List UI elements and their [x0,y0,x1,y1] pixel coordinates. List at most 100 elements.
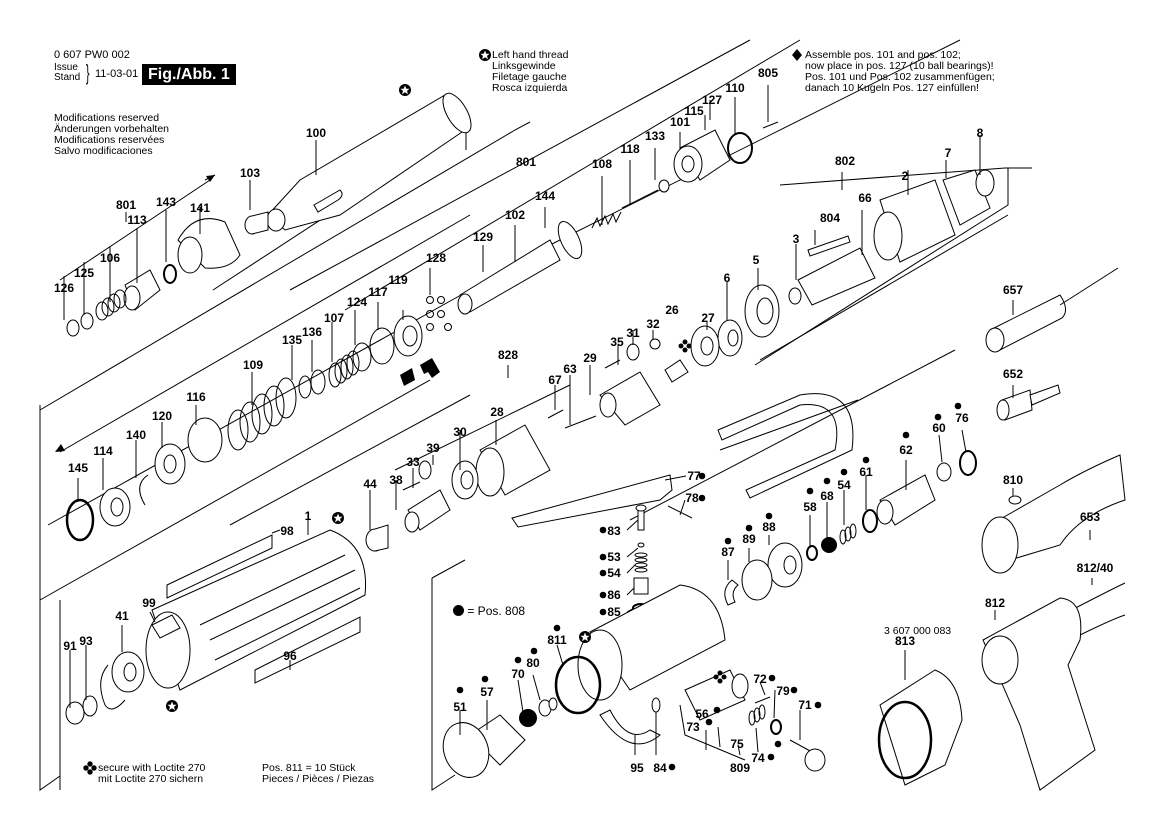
part-label-73: 73 [686,720,700,734]
part-653-hose-adapter [981,454,1126,574]
part-label-83: 83 [607,524,621,538]
part-51-end-plate [442,722,490,778]
part-29-planet-carrier [599,371,661,426]
part-805-pin [762,121,779,129]
part-label-801: 801 [116,198,136,212]
part-label-140: 140 [126,428,146,442]
part-61-oring [862,509,878,533]
wrench-keys [400,358,440,386]
part-label-805: 805 [758,66,778,80]
part-label-657: 657 [1003,283,1023,297]
part-109-spring [227,377,297,451]
part-60-filter [936,462,952,482]
part-label-114: 114 [93,444,113,458]
part-5-bearing-plate [744,284,780,338]
part-label-828: 828 [498,348,518,362]
part-label-78: 78 [685,491,699,505]
part-label-124: 124 [347,295,367,309]
part-label-93: 93 [79,634,93,648]
part-812-pistol-grip [981,597,1096,791]
part-106-spring [95,289,127,321]
part-label-27: 27 [701,311,715,325]
part-28-ring-gear [475,424,551,497]
pos811-line-2: Pieces / Pièces / Piezas [262,773,375,785]
part-label-1: 1 [305,509,312,523]
part-label-26: 26 [665,303,679,317]
part-label-54: 54 [837,478,851,492]
pos811-note: Pos. 811 = 10 Stück Pieces / Pièces / Pi… [262,763,374,785]
part-103-sleeve [244,211,269,235]
arrow-right-icon [206,175,215,182]
part-3-rotor [788,247,876,306]
part-102-shaft [457,220,583,315]
issue-date: 11-03-01 [95,68,139,80]
part-label-2: 2 [902,169,909,183]
part-63-pin [564,415,597,429]
part-145-oring [65,498,95,542]
part-circlip [100,664,126,710]
part-label-44: 44 [363,477,377,491]
part-68-ball [821,537,837,553]
part-119-plate [393,315,423,357]
part-label-80: 80 [526,656,540,670]
part-label-68: 68 [820,489,834,503]
part-label-70: 70 [511,667,525,681]
part-label-120: 120 [152,409,172,423]
part-77-lever [511,474,673,528]
part-label-56: 56 [695,707,709,721]
part-label-96: 96 [283,649,297,663]
lht-de: Linksgewinde [492,60,556,72]
part-101-bearing-housing [673,129,731,183]
part-label-109: 109 [243,358,263,372]
part-657-screwdriver [985,267,1119,353]
part-label-85: 85 [607,605,621,619]
part-2-cylinder [873,179,956,263]
part-label-812: 812 [985,596,1005,610]
part-label-71: 71 [798,698,812,712]
part-main-valve-housing [577,584,726,701]
part-54-spring [634,552,648,573]
part-label-103: 103 [240,166,260,180]
part-53-ring [637,542,645,548]
part-label-41: 41 [115,609,129,623]
part-label-63: 63 [563,362,577,376]
part-label-98: 98 [280,524,294,538]
part-label-7: 7 [945,146,952,160]
part-135-ring [298,375,312,399]
part-141-cap [177,218,241,274]
part-label-32: 32 [646,317,660,331]
part-label-6: 6 [724,271,731,285]
part-113-knurled-nut [123,269,161,311]
part-label-35: 35 [610,335,624,349]
part-93-ring [82,695,98,717]
part-116-piston [187,417,223,463]
part-label-135: 135 [282,333,302,347]
part-76-oring [959,450,977,476]
modifications-fr: Modifications reservées [54,134,165,146]
part-44-bush [365,524,389,552]
pos808-text: = Pos. 808 [467,604,526,618]
part-label-57: 57 [480,685,494,699]
part-label-119: 119 [388,273,408,287]
modifications-en: Modifications reserved [54,112,160,124]
part-70-ball [519,709,537,727]
part-label-95: 95 [630,761,644,775]
part-58-oring [806,545,818,561]
part-label-72: 72 [753,672,767,686]
part-6-ball-bearing [717,319,743,357]
part-label-76: 76 [955,411,969,425]
part-label-39: 39 [426,441,440,455]
part-140-circlip [139,474,149,506]
part-652-hose-nipple [996,384,1061,421]
part-label-809: 809 [730,761,750,775]
modifications-es: Salvo modificaciones [54,145,153,157]
part-124-ring [352,342,372,372]
part-label-100: 100 [306,126,326,140]
part-label-653: 653 [1080,510,1100,524]
diamond-icon [792,49,802,61]
part-label-89: 89 [742,532,756,546]
part-54-spring-inlet [839,523,857,545]
part-99-ring [151,614,181,639]
part-label-113: 113 [127,213,147,227]
